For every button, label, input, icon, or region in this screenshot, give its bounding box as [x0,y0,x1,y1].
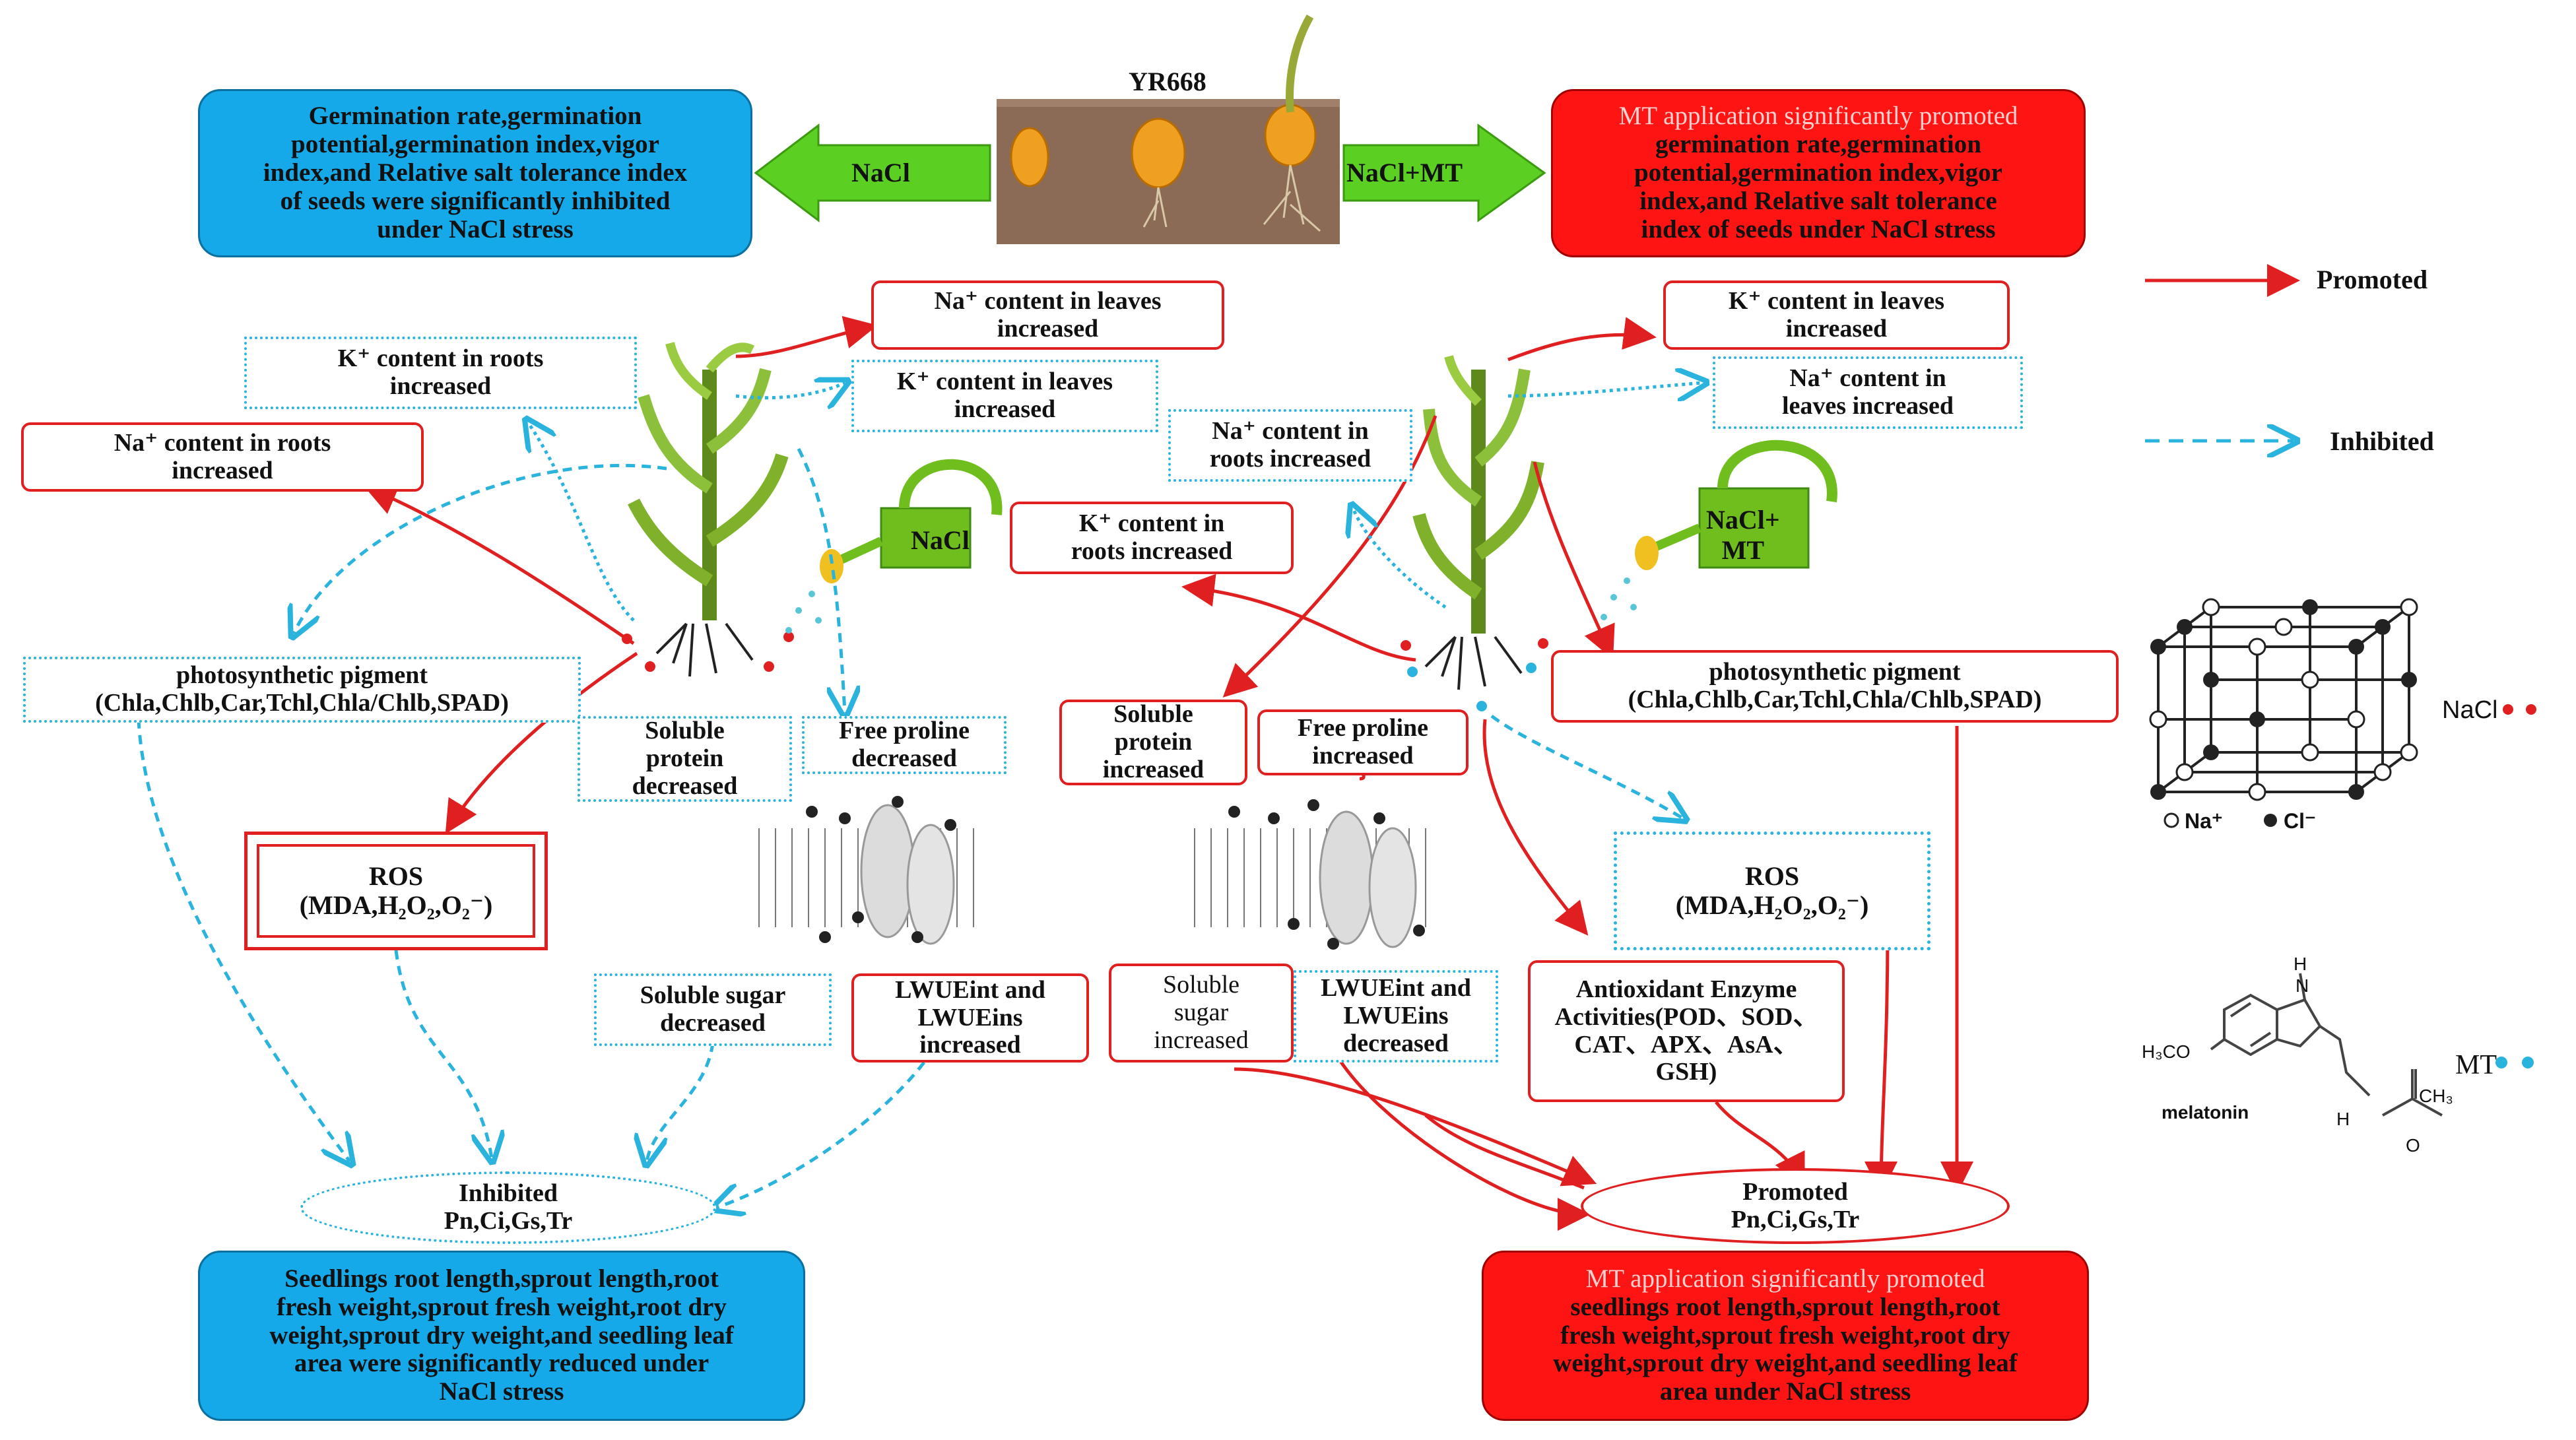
right-can-label-line1: NaCl+ [1706,505,1780,535]
nacl-arrow-label: NaCl [851,158,910,187]
legend-promoted-label: Promoted [2317,265,2428,294]
left-pigment-box: photosynthetic pigment(Chla,Chlb,Car,Tch… [23,657,581,723]
right-seedling-summary: MT application significantly promoted se… [1482,1251,2089,1421]
germination-soil-panel [997,15,1340,244]
variety-label: YR668 [1129,67,1206,96]
left-cell-membrane [752,796,990,945]
left-can-label: NaCl [911,525,970,555]
right-cell-membrane [1188,799,1439,950]
left-ros-box: ROS(MDA,H₂O₂,O₂⁻) [244,832,548,950]
left-arrows [137,315,925,1208]
right-watering-can [1601,440,1837,620]
legend-crystal-cl: Cl⁻ [2284,809,2316,833]
melatonin-o: O [2406,1135,2420,1156]
nacl-green-arrow [754,123,991,223]
melatonin-structure-icon [2210,973,2443,1117]
left-watering-can [785,459,1003,634]
right-can-label-line2: MT [1721,535,1765,565]
nacl-mt-green-arrow [1342,123,1546,222]
left-maize-plant [622,342,794,677]
melatonin-name: melatonin [2162,1102,2249,1123]
right-maize-plant [1401,355,1548,711]
legend-inhibited-label: Inhibited [2330,426,2434,456]
legend-crystal-na: Na⁺ [2185,809,2223,833]
nacl-crystal-ions [2149,598,2536,1068]
nacl-mt-arrow-label: NaCl+MT [1346,158,1463,187]
left-seedling-summary: Seedlings root length,sprout length,root… [198,1251,805,1421]
melatonin-nh-h: H [2294,954,2307,974]
melatonin-ch3: CH₃ [2419,1086,2453,1106]
right-can-label: NaCl+ MT [1706,505,1780,566]
right-pigment-box: photosynthetic pigment(Chla,Chlb,Car,Tch… [1551,650,2119,723]
mt-germination-summary: MT application significantly promoted ge… [1551,89,2086,257]
melatonin-nh-n: N [2295,975,2309,996]
legend-nacl-label: NaCl [2442,696,2498,724]
melatonin-hn-h: H [2336,1109,2350,1129]
right-ros-box: ROS(MDA,H₂O₂,O₂⁻) [1614,832,1931,950]
melatonin-h3co: H₃CO [2142,1041,2191,1062]
legend-mt-label: MT [2455,1050,2497,1080]
